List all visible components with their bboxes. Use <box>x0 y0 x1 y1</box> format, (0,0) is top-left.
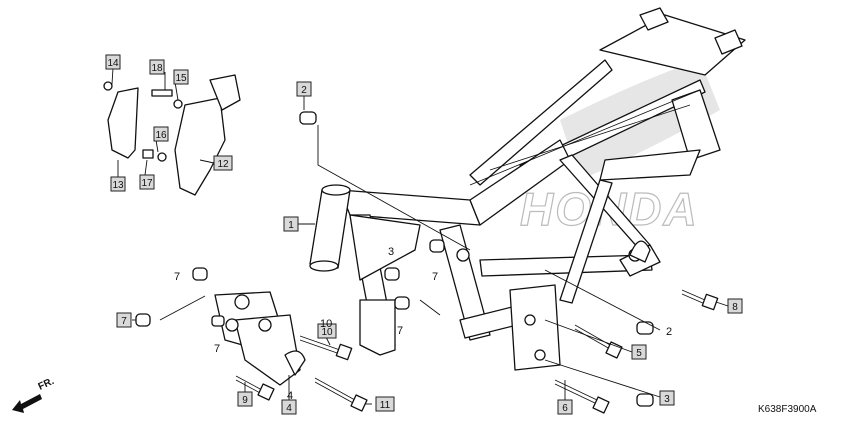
callout-12: 12 <box>213 155 233 171</box>
callout-13: 13 <box>110 176 126 192</box>
svg-text:9: 9 <box>242 395 248 406</box>
svg-text:8: 8 <box>732 302 738 313</box>
svg-text:7: 7 <box>121 316 127 327</box>
svg-text:12: 12 <box>217 159 229 170</box>
svg-text:3: 3 <box>664 394 670 405</box>
svg-text:6: 6 <box>562 403 568 414</box>
plain-callout-3: 3 <box>388 246 394 258</box>
callout-6: 6 <box>557 399 573 415</box>
callout-11: 11 <box>375 396 395 412</box>
callout-10: 10 <box>317 323 337 339</box>
direction-label: FR. <box>37 376 56 393</box>
plain-callout-4: 4 <box>287 390 293 402</box>
svg-text:10: 10 <box>321 327 333 338</box>
arrow-icon <box>12 394 42 413</box>
callout-17: 17 <box>139 174 155 190</box>
callout-3-boxed: 3 <box>659 390 675 406</box>
callout-2: 2 <box>296 81 312 97</box>
plain-callout-7-top: 7 <box>174 271 180 283</box>
svg-text:13: 13 <box>112 180 124 191</box>
callout-1: 1 <box>283 216 299 232</box>
drawing-code: K638F3900A <box>758 404 817 415</box>
svg-text:11: 11 <box>380 400 391 411</box>
callout-7-boxed: 7 <box>116 312 132 328</box>
svg-text:14: 14 <box>107 58 119 69</box>
main-frame <box>309 7 746 371</box>
callout-18: 18 <box>149 59 165 75</box>
front-direction-arrow: FR. <box>12 376 56 413</box>
callout-9: 9 <box>237 391 253 407</box>
plain-callout-7-left: 7 <box>214 343 220 355</box>
callout-15: 15 <box>173 69 189 85</box>
plain-callout-2: 2 <box>666 326 672 338</box>
callout-4: 4 <box>281 399 297 415</box>
callout-14: 14 <box>105 54 121 70</box>
plain-callout-7-lower: 7 <box>397 325 403 337</box>
svg-text:1: 1 <box>288 220 294 231</box>
bolts <box>235 289 719 414</box>
svg-text:16: 16 <box>155 130 167 141</box>
svg-text:4: 4 <box>286 403 292 414</box>
engine-hanger-plates <box>214 291 306 386</box>
callout-16: 16 <box>153 126 169 142</box>
plain-callout-7-mid: 7 <box>432 271 438 283</box>
svg-text:15: 15 <box>175 73 187 84</box>
collars <box>135 111 654 407</box>
step-bracket-assembly <box>103 74 241 196</box>
svg-text:5: 5 <box>636 348 642 359</box>
callout-5: 5 <box>631 344 647 360</box>
callout-8: 8 <box>727 298 743 314</box>
plain-callout-10: 10 <box>320 318 332 330</box>
svg-text:18: 18 <box>151 63 163 74</box>
svg-text:2: 2 <box>301 85 307 96</box>
svg-text:17: 17 <box>141 178 153 189</box>
